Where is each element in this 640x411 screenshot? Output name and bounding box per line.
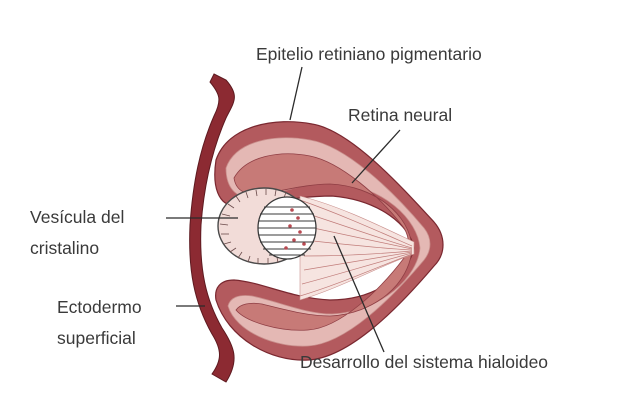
label-vesicula-line2: cristalino — [30, 238, 99, 258]
label-ectodermo-line2: superficial — [57, 328, 136, 348]
label-retina-neural: Retina neural — [348, 105, 452, 125]
hyaloid-vessels — [299, 195, 415, 301]
label-sistema-hialoideo: Desarrollo del sistema hialoideo — [300, 352, 548, 372]
lens-epithelium-cells — [219, 189, 287, 264]
label-epitelio-retiniano: Epitelio retiniano pigmentario — [256, 44, 482, 64]
label-ectodermo-line1: Ectodermo — [57, 297, 142, 317]
label-vesicula-line1: Vesícula del — [30, 207, 124, 227]
lens-core-cells — [284, 208, 306, 250]
leader-retina — [351, 129, 401, 184]
neural-retina — [233, 153, 413, 331]
leader-hialoideo — [333, 235, 385, 353]
surface-ectoderm — [189, 73, 235, 383]
leader-epitelio — [289, 66, 303, 121]
